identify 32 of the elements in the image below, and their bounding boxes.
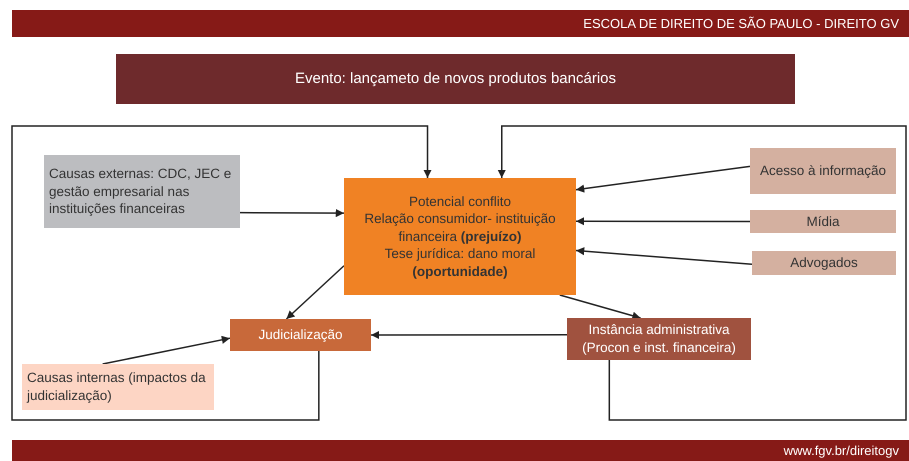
arrow <box>576 217 750 226</box>
node-text: Advogados <box>789 254 859 272</box>
node-text: Judicialização <box>257 326 344 344</box>
process-box <box>567 318 751 360</box>
arrow <box>11 125 432 421</box>
node-text: Acesso à informação <box>758 162 888 180</box>
process-box <box>22 364 214 410</box>
node-text: Potencial conflito <box>408 192 512 210</box>
process-box <box>750 210 896 233</box>
node-text: Evento: lançameto de novos produtos bancários <box>294 69 618 89</box>
node-text: Causas externas: CDC, JEC e gestão empresarial nas instituições financeiras <box>49 165 232 218</box>
arrow <box>286 265 344 320</box>
node-text: Tese jurídica: dano moral (oportunidade) <box>384 245 536 280</box>
node-text: Causas internas (impactos da judicialização) <box>27 369 207 405</box>
process-box <box>230 319 371 351</box>
arrow <box>102 336 230 365</box>
node-text: Mídia <box>805 212 840 230</box>
arrow <box>560 294 641 320</box>
arrow <box>371 330 567 340</box>
node-text: Instância administrativa (Procon e inst. financeira) <box>581 321 737 357</box>
arrow <box>576 247 752 265</box>
arrow <box>576 166 750 193</box>
process-box <box>116 54 795 104</box>
arrow <box>498 125 907 421</box>
node-text: Relação consumidor- instituição financeira (prejuízo) <box>363 210 557 246</box>
arrow <box>240 208 344 218</box>
process-box <box>750 148 896 194</box>
process-box <box>44 155 240 228</box>
process-box <box>344 178 576 295</box>
web-address: www.fgv.br/direitogv <box>784 443 899 458</box>
header-text: ESCOLA DE DIREITO DE SÃO PAULO - DIREITO GV <box>583 16 899 31</box>
process-box <box>752 251 896 275</box>
